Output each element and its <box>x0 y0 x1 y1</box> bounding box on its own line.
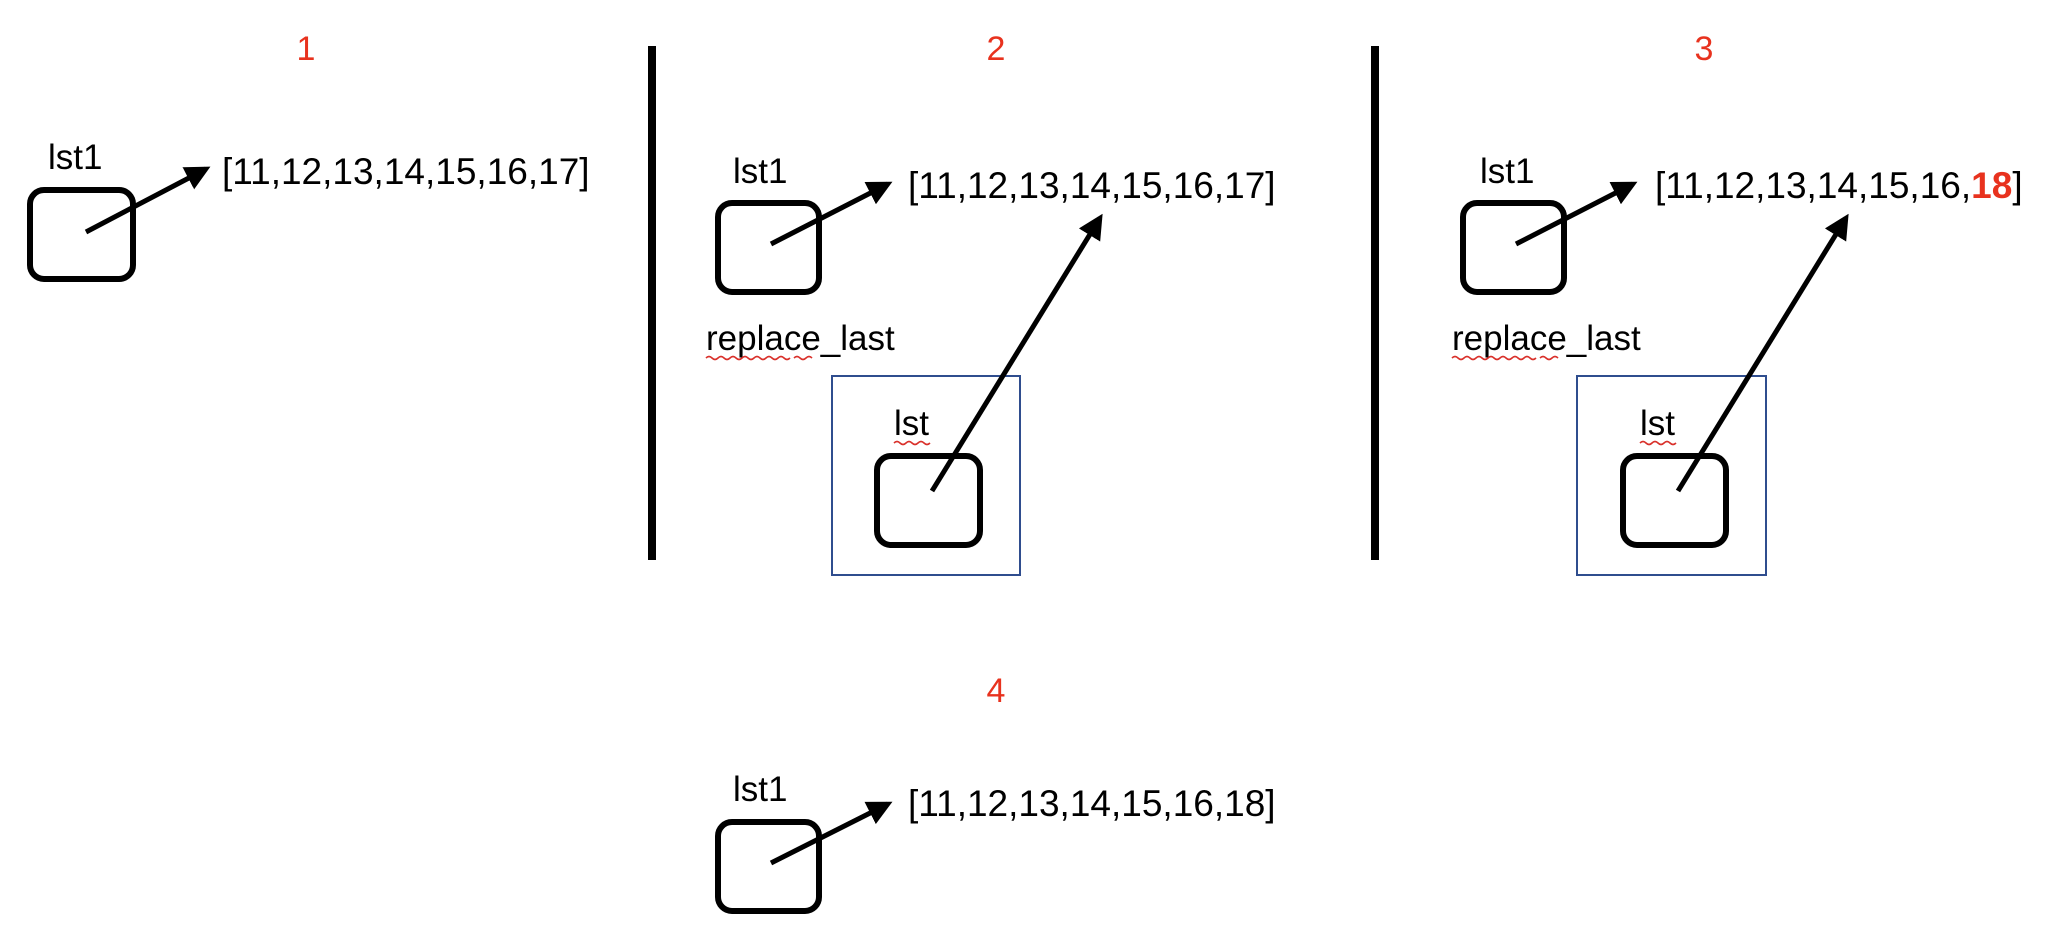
spellcheck-underline <box>893 440 931 446</box>
variable-box <box>27 187 136 282</box>
spellcheck-underline <box>1639 440 1677 446</box>
list-suffix: ] <box>2012 165 2022 206</box>
step-number: 1 <box>297 30 316 68</box>
spellcheck-underline <box>1451 355 1537 361</box>
reference-arrow <box>1675 213 1849 493</box>
frame-label: replace_last <box>1452 319 1641 358</box>
frame-label: replace_last <box>706 319 895 358</box>
step-number: 2 <box>987 30 1006 68</box>
variable-box <box>874 453 983 548</box>
step-number: 3 <box>1695 30 1714 68</box>
function-frame <box>831 375 1021 576</box>
panel-1: 1 lst1 [11,12,13,14,15,16,17] <box>27 30 590 282</box>
reference-arrow <box>769 801 893 866</box>
variable-label: lst1 <box>733 152 787 191</box>
spellcheck-underline <box>705 355 791 361</box>
spellcheck-underline <box>1539 355 1559 361</box>
changed-element: 18 <box>1971 165 2012 206</box>
variable-label: lst1 <box>1480 152 1534 191</box>
variable-box <box>1460 200 1567 295</box>
spellcheck-underline <box>793 355 813 361</box>
reference-arrow <box>929 213 1103 493</box>
step-number: 4 <box>987 672 1006 710</box>
reference-arrow <box>1514 181 1638 247</box>
panel-4: 4 lst1 [11,12,13,14,15,16,18] <box>715 672 1276 914</box>
variable-box <box>715 200 822 295</box>
list-value: [11,12,13,14,15,16,17] <box>908 165 1276 206</box>
reference-arrow <box>769 181 893 247</box>
panel-3: 3 lst1 [11,12,13,14,15,16,18] replace_la… <box>1451 30 2023 576</box>
function-frame <box>1576 375 1767 576</box>
frame-variable-label: lst <box>894 404 929 443</box>
variable-box <box>1620 453 1729 548</box>
variable-label: lst1 <box>733 770 787 809</box>
list-prefix: [11,12,13,14,15,16, <box>1655 165 1971 206</box>
list-value: [11,12,13,14,15,16,18] <box>908 783 1276 824</box>
list-value: [11,12,13,14,15,16,17] <box>222 151 590 192</box>
panel-2: 2 lst1 [11,12,13,14,15,16,17] replace_la… <box>705 30 1276 576</box>
variable-box <box>715 819 822 914</box>
reference-arrow <box>84 166 211 235</box>
variable-label: lst1 <box>48 138 102 177</box>
frame-variable-label: lst <box>1640 404 1675 443</box>
list-value: [11,12,13,14,15,16,18] <box>1655 165 2023 206</box>
